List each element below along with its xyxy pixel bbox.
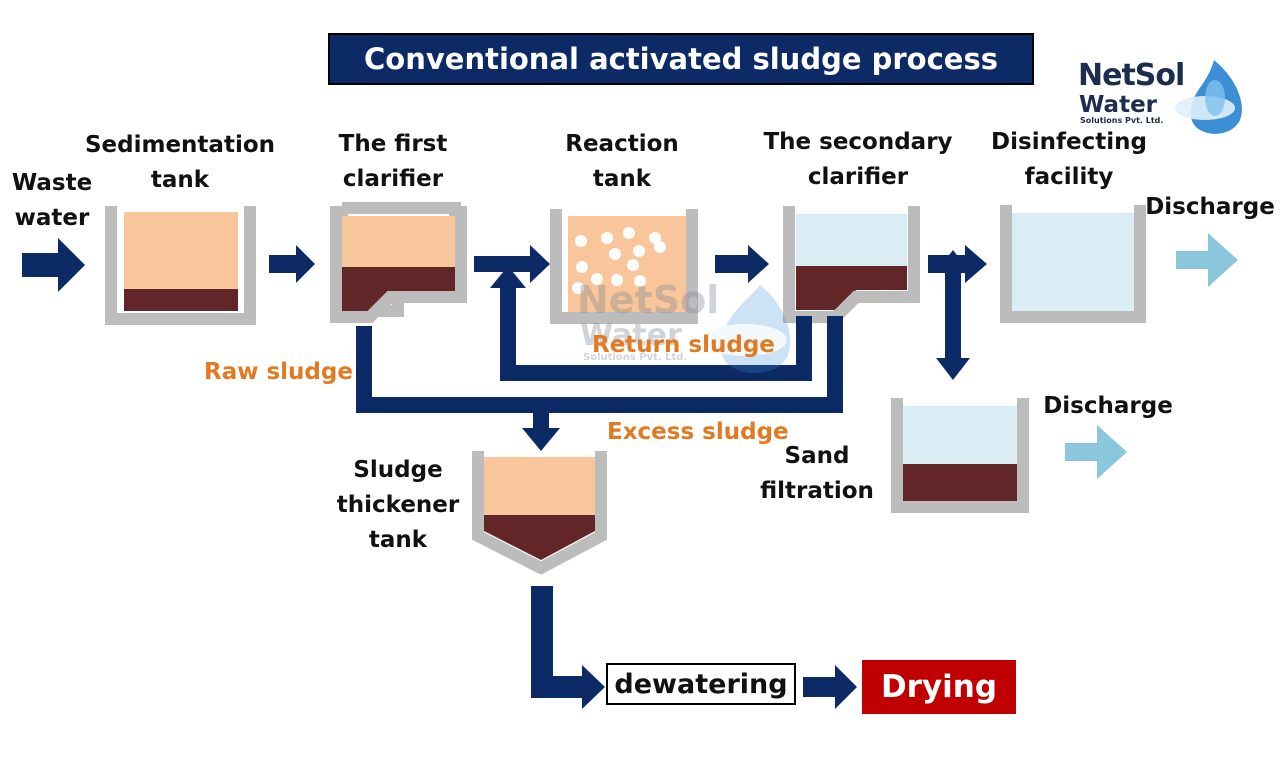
logo-line-3: Solutions Pvt. Ltd. [1080, 116, 1164, 125]
return-sludge-line [490, 266, 812, 381]
sludge-thickener-tank [472, 451, 607, 575]
label-secondary-clarifier-line-1: The secondary [763, 129, 953, 155]
arrow-waste-in [22, 238, 85, 292]
logo-line-2: Water [1079, 92, 1158, 118]
label-sedimentation-line-1: Sedimentation [84, 132, 276, 158]
logo-line-1: NetSol [1078, 58, 1185, 93]
label-discharge-bottom: Discharge [1043, 393, 1173, 419]
label-secondary-clarifier-line-2: clarifier [807, 164, 909, 190]
label-return-sludge: Return sludge [592, 332, 775, 358]
watermark-drop-icon [703, 285, 791, 374]
sludge-collector-line [356, 316, 843, 451]
label-excess-sludge: Excess sludge [607, 419, 789, 445]
label-raw-sludge: Raw sludge [204, 359, 353, 385]
label-waste-water: Waste water [6, 166, 98, 236]
label-reaction-tank: Reaction tank [552, 127, 692, 197]
label-thickener-line-1: Sludge [353, 457, 443, 483]
label-sand-filtration-line-2: filtration [760, 478, 874, 504]
label-sedimentation-line-2: tank [150, 167, 210, 193]
arrow-dewatering-to-drying [803, 665, 857, 709]
label-disinfecting-line-1: Disinfecting [991, 129, 1147, 155]
reaction-tank [550, 209, 698, 324]
label-first-clarifier-line-2: clarifier [342, 166, 444, 192]
arrow-reaction-to-secondary [715, 245, 769, 283]
logo-drop-icon [1175, 60, 1242, 134]
dewatering-box: dewatering [606, 663, 796, 705]
disinfecting-tank [1000, 205, 1146, 323]
label-secondary-clarifier: The secondary clarifier [752, 125, 964, 195]
label-disinfecting-line-2: facility [1024, 164, 1114, 190]
label-waste-water-line-1: Waste [11, 170, 93, 196]
netsol-logo: NetSol Water Solutions Pvt. Ltd. [1076, 58, 1246, 138]
label-reaction-line-1: Reaction [565, 131, 679, 157]
flow-arrows [22, 238, 987, 380]
discharge-arrow-bottom [1065, 425, 1127, 479]
drying-box: Drying [862, 660, 1016, 714]
arrow-sed-to-first [269, 245, 315, 283]
page-title: Conventional activated sludge process [328, 33, 1034, 85]
label-discharge-top: Discharge [1145, 194, 1275, 220]
discharge-arrow-top [1176, 233, 1238, 287]
aeration-bubbles [572, 227, 666, 294]
sedimentation-tank [105, 206, 256, 325]
label-thickener-line-3: tank [368, 527, 428, 553]
secondary-clarifier-tank [783, 206, 920, 323]
label-first-clarifier: The first clarifier [318, 127, 468, 197]
label-thickener-line-2: thickener [336, 492, 460, 518]
label-sedimentation-tank: Sedimentation tank [80, 128, 280, 198]
label-reaction-line-2: tank [592, 166, 652, 192]
first-clarifier-tank [330, 202, 467, 323]
label-disinfecting-facility: Disinfecting facility [985, 125, 1153, 195]
label-first-clarifier-line-1: The first [338, 131, 448, 157]
label-waste-water-line-2: water [14, 205, 90, 231]
label-sand-filtration: Sand filtration [752, 439, 882, 509]
sand-filtration-tank [891, 398, 1029, 513]
label-sand-filtration-line-1: Sand [784, 443, 850, 469]
arrow-first-to-reaction [474, 245, 550, 283]
label-sludge-thickener: Sludge thickener tank [330, 453, 466, 558]
thickener-to-dewatering-line [531, 586, 605, 709]
